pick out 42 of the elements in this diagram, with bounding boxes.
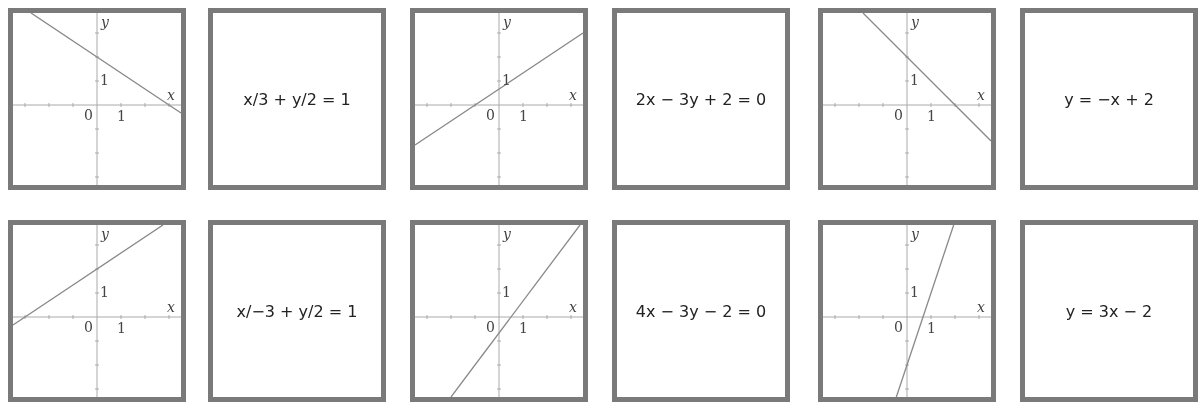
tick-label: 1 (910, 73, 919, 87)
axis-label: y (911, 15, 919, 29)
equation-card (1020, 220, 1198, 402)
origin-label: 0 (84, 108, 93, 122)
equation: 2x − 3y + 2 = 0 (634, 89, 768, 109)
origin-label: 0 (894, 320, 903, 334)
origin-label: 0 (84, 320, 93, 334)
tick-label: 1 (117, 321, 126, 335)
equation: 4x − 3y − 2 = 0 (634, 301, 768, 321)
origin-label: 0 (486, 320, 495, 334)
tick-label: 1 (117, 109, 126, 123)
axis-label: x (977, 300, 985, 314)
axis-label: x (569, 88, 577, 102)
tick-label: 1 (502, 73, 511, 87)
axis-label: y (101, 15, 109, 29)
axis-label: y (503, 15, 511, 29)
tick-label: 1 (910, 285, 919, 299)
tick-label: 1 (927, 109, 936, 123)
equation-card (208, 220, 386, 402)
equation-card (1020, 8, 1198, 190)
tick-label: 1 (502, 285, 511, 299)
equation: y = 3x − 2 (1064, 301, 1154, 321)
axis-label: x (569, 300, 577, 314)
equation-card (612, 8, 790, 190)
equation: x/3 + y/2 = 1 (242, 89, 352, 109)
tick-label: 1 (100, 285, 109, 299)
tick-label: 1 (519, 109, 528, 123)
equation-card (208, 8, 386, 190)
origin-label: 0 (894, 108, 903, 122)
axis-label: y (101, 227, 109, 241)
equation-card (612, 220, 790, 402)
axis-label: y (911, 227, 919, 241)
equation: y = −x + 2 (1063, 89, 1155, 109)
equation: x/−3 + y/2 = 1 (235, 301, 359, 321)
tick-label: 1 (100, 73, 109, 87)
axis-label: x (977, 88, 985, 102)
axis-label: x (167, 88, 175, 102)
axis-label: y (503, 227, 511, 241)
tick-label: 1 (519, 321, 528, 335)
tick-label: 1 (927, 321, 936, 335)
axis-label: x (167, 300, 175, 314)
origin-label: 0 (486, 108, 495, 122)
